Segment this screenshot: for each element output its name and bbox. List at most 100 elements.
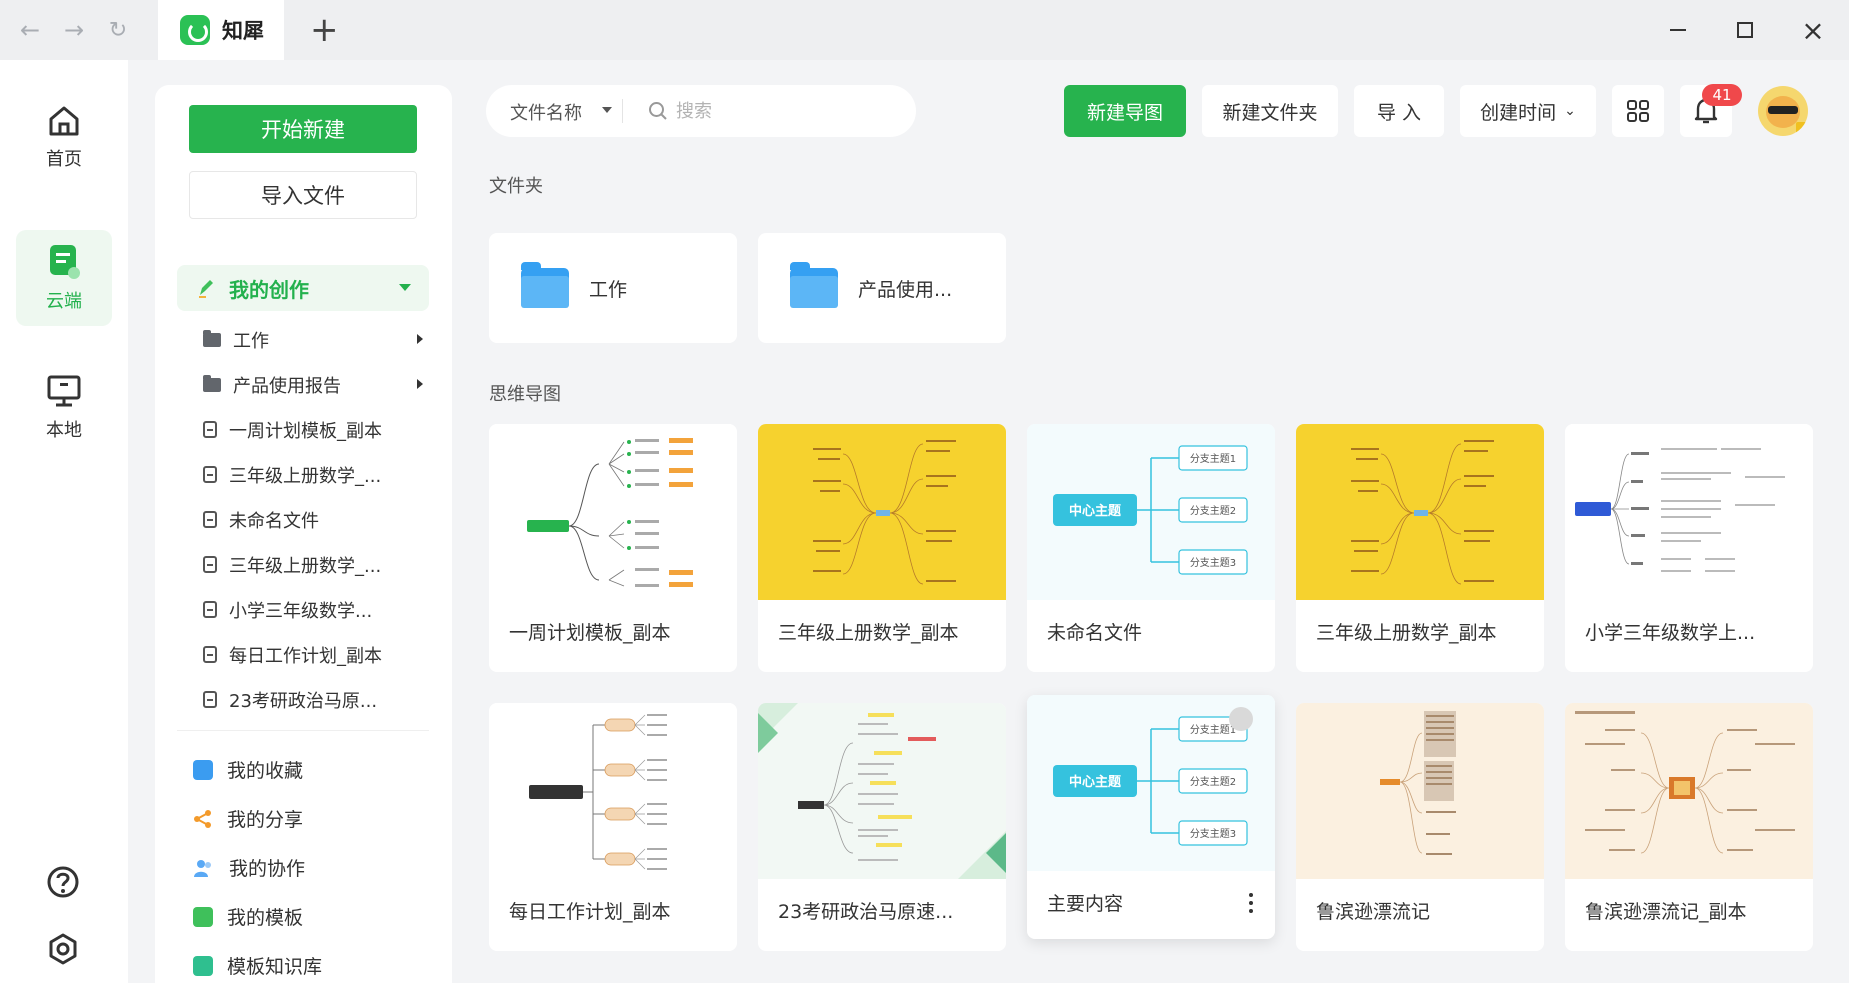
rail-label-local: 本地 bbox=[46, 420, 82, 441]
sidebar-item-label: 我的分享 bbox=[227, 809, 304, 831]
new-mindmap-button[interactable]: 新建导图 bbox=[1064, 85, 1186, 137]
tree-file[interactable]: 小学三年级数学... bbox=[203, 587, 443, 632]
branch-topic-label: 分支主题2 bbox=[1190, 505, 1236, 517]
caret-right-icon[interactable] bbox=[417, 379, 423, 389]
book-icon bbox=[193, 955, 213, 976]
sort-by-label: 创建时间 bbox=[1480, 101, 1557, 124]
tree-file[interactable]: 三年级上册数学_... bbox=[203, 452, 443, 497]
search-separator bbox=[622, 99, 623, 123]
sidebar-item-collaboration[interactable]: 我的协作 bbox=[193, 843, 433, 892]
sidebar-item-favorites[interactable]: 我的收藏 bbox=[193, 745, 433, 794]
document-icon bbox=[203, 691, 217, 708]
reload-button[interactable]: ↻ bbox=[108, 17, 128, 43]
mindmap-title: 三年级上册数学_副本 bbox=[778, 622, 959, 644]
new-tab-button[interactable]: + bbox=[310, 10, 339, 50]
tab-title: 知犀 bbox=[222, 19, 264, 43]
folder-icon bbox=[203, 374, 221, 392]
grid-view-button[interactable] bbox=[1612, 85, 1664, 137]
branch-topic-label: 分支主题3 bbox=[1190, 557, 1236, 569]
sidebar-item-label: 我的模板 bbox=[227, 907, 304, 929]
mindmap-card[interactable]: 小学三年级数学上... bbox=[1565, 424, 1813, 672]
yellow-map-preview bbox=[813, 440, 956, 585]
my-creations-label: 我的创作 bbox=[229, 277, 309, 302]
search-icon bbox=[649, 102, 667, 120]
sidebar-item-label: 我的收藏 bbox=[227, 760, 304, 782]
avatar-sunglasses bbox=[1768, 106, 1798, 114]
tree-item-label: 工作 bbox=[233, 330, 269, 352]
home-icon bbox=[49, 106, 79, 136]
side-panel: 开始新建 导入文件 我的创作 工作 产品使用报告 一周计划模板_副本 bbox=[155, 85, 452, 983]
mindmap-title: 鲁滨逊漂流记_副本 bbox=[1585, 901, 1747, 923]
tree-file[interactable]: 23考研政治马原... bbox=[203, 677, 443, 722]
search-input[interactable] bbox=[676, 98, 886, 124]
tree-file[interactable]: 三年级上册数学_... bbox=[203, 542, 443, 587]
tab-zhixi[interactable]: 知犀 bbox=[158, 0, 284, 60]
folder-icon bbox=[521, 262, 569, 308]
folder-card-work[interactable]: 工作 bbox=[489, 233, 737, 343]
folder-card-product[interactable]: 产品使用... bbox=[758, 233, 1006, 343]
mindmap-title: 23考研政治马原速... bbox=[778, 901, 954, 923]
caret-down-icon[interactable] bbox=[602, 107, 612, 113]
mindmap-card[interactable]: 中心主题 分支主题1 分支主题2 分支主题3 未命名文件 bbox=[1027, 424, 1275, 672]
yellow-map-preview bbox=[1351, 440, 1494, 585]
minimize-button[interactable] bbox=[1660, 14, 1696, 46]
caret-down-icon bbox=[399, 284, 411, 291]
mindmap-card[interactable]: 鲁滨逊漂流记_副本 bbox=[1565, 703, 1813, 951]
more-options-icon[interactable] bbox=[1249, 893, 1253, 915]
mindmap-thumbnail bbox=[489, 703, 737, 879]
sort-field-dropdown[interactable]: 文件名称 bbox=[510, 103, 582, 124]
back-button[interactable]: ← bbox=[19, 16, 41, 44]
tree-file[interactable]: 未命名文件 bbox=[203, 497, 443, 542]
forward-button[interactable]: → bbox=[63, 16, 85, 44]
sidebar-item-shares[interactable]: 我的分享 bbox=[193, 794, 433, 843]
tree-folder-work[interactable]: 工作 bbox=[203, 317, 443, 362]
tree-file[interactable]: 一周计划模板_副本 bbox=[203, 407, 443, 452]
close-window-button[interactable]: × bbox=[1801, 13, 1825, 47]
caret-right-icon[interactable] bbox=[417, 334, 423, 344]
new-folder-button[interactable]: 新建文件夹 bbox=[1202, 85, 1338, 137]
mindmap-card[interactable]: 三年级上册数学_副本 bbox=[758, 424, 1006, 672]
select-checkbox[interactable] bbox=[1229, 707, 1253, 731]
pencil-icon bbox=[199, 280, 213, 298]
mindmap-title: 鲁滨逊漂流记 bbox=[1316, 901, 1431, 923]
avatar[interactable] bbox=[1758, 86, 1808, 136]
mindmap-card[interactable]: 每日工作计划_副本 bbox=[489, 703, 737, 951]
zhixi-logo-icon bbox=[180, 15, 210, 45]
start-new-button[interactable]: 开始新建 bbox=[189, 105, 417, 153]
geo-map-preview bbox=[758, 703, 1006, 879]
branch-topic-label: 分支主题2 bbox=[1190, 776, 1236, 788]
folder-icon bbox=[790, 262, 838, 308]
tree-dark-map-preview bbox=[529, 714, 667, 870]
tree-item-label: 未命名文件 bbox=[229, 510, 319, 532]
sidebar-item-templates[interactable]: 我的模板 bbox=[193, 892, 433, 941]
settings-button[interactable] bbox=[44, 930, 82, 968]
rail-item-local[interactable]: 本地 bbox=[16, 360, 112, 456]
folder-card-label: 工作 bbox=[589, 278, 628, 301]
help-button[interactable] bbox=[44, 863, 82, 901]
file-tree: 工作 产品使用报告 一周计划模板_副本 三年级上册数学_... 未命名文件 bbox=[203, 317, 443, 722]
document-icon bbox=[203, 421, 217, 438]
tree-folder-product-report[interactable]: 产品使用报告 bbox=[203, 362, 443, 407]
beige-map-preview bbox=[1575, 711, 1795, 854]
mindmap-card-hovered[interactable]: 中心主题 分支主题1 分支主题2 分支主题3 主要内容 bbox=[1027, 695, 1275, 939]
mindmap-card[interactable]: 23考研政治马原速... bbox=[758, 703, 1006, 951]
sort-by-dropdown[interactable]: 创建时间 ⌄ bbox=[1460, 85, 1596, 137]
my-creations-header[interactable]: 我的创作 bbox=[177, 265, 429, 311]
tree-file[interactable]: 每日工作计划_副本 bbox=[203, 632, 443, 677]
mindmap-card[interactable]: 鲁滨逊漂流记 bbox=[1296, 703, 1544, 951]
import-button[interactable]: 导 入 bbox=[1354, 85, 1444, 137]
sidebar-item-knowledge-base[interactable]: 模板知识库 bbox=[193, 941, 433, 983]
mindmap-card[interactable]: 三年级上册数学_副本 bbox=[1296, 424, 1544, 672]
maximize-button[interactable] bbox=[1727, 14, 1763, 46]
rail-item-cloud[interactable]: 云端 bbox=[16, 230, 112, 326]
import-file-button[interactable]: 导入文件 bbox=[189, 171, 417, 219]
document-icon bbox=[203, 601, 217, 618]
mindmap-thumbnail bbox=[1565, 703, 1813, 879]
grid-icon bbox=[1627, 100, 1649, 122]
center-topic-preview: 中心主题 分支主题1 分支主题2 分支主题3 bbox=[1053, 445, 1248, 575]
mindmap-card[interactable]: 一周计划模板_副本 bbox=[489, 424, 737, 672]
rail-item-home[interactable]: 首页 bbox=[16, 90, 112, 186]
beige-map-preview bbox=[1380, 711, 1456, 855]
branch-topic-label: 分支主题1 bbox=[1190, 724, 1236, 736]
